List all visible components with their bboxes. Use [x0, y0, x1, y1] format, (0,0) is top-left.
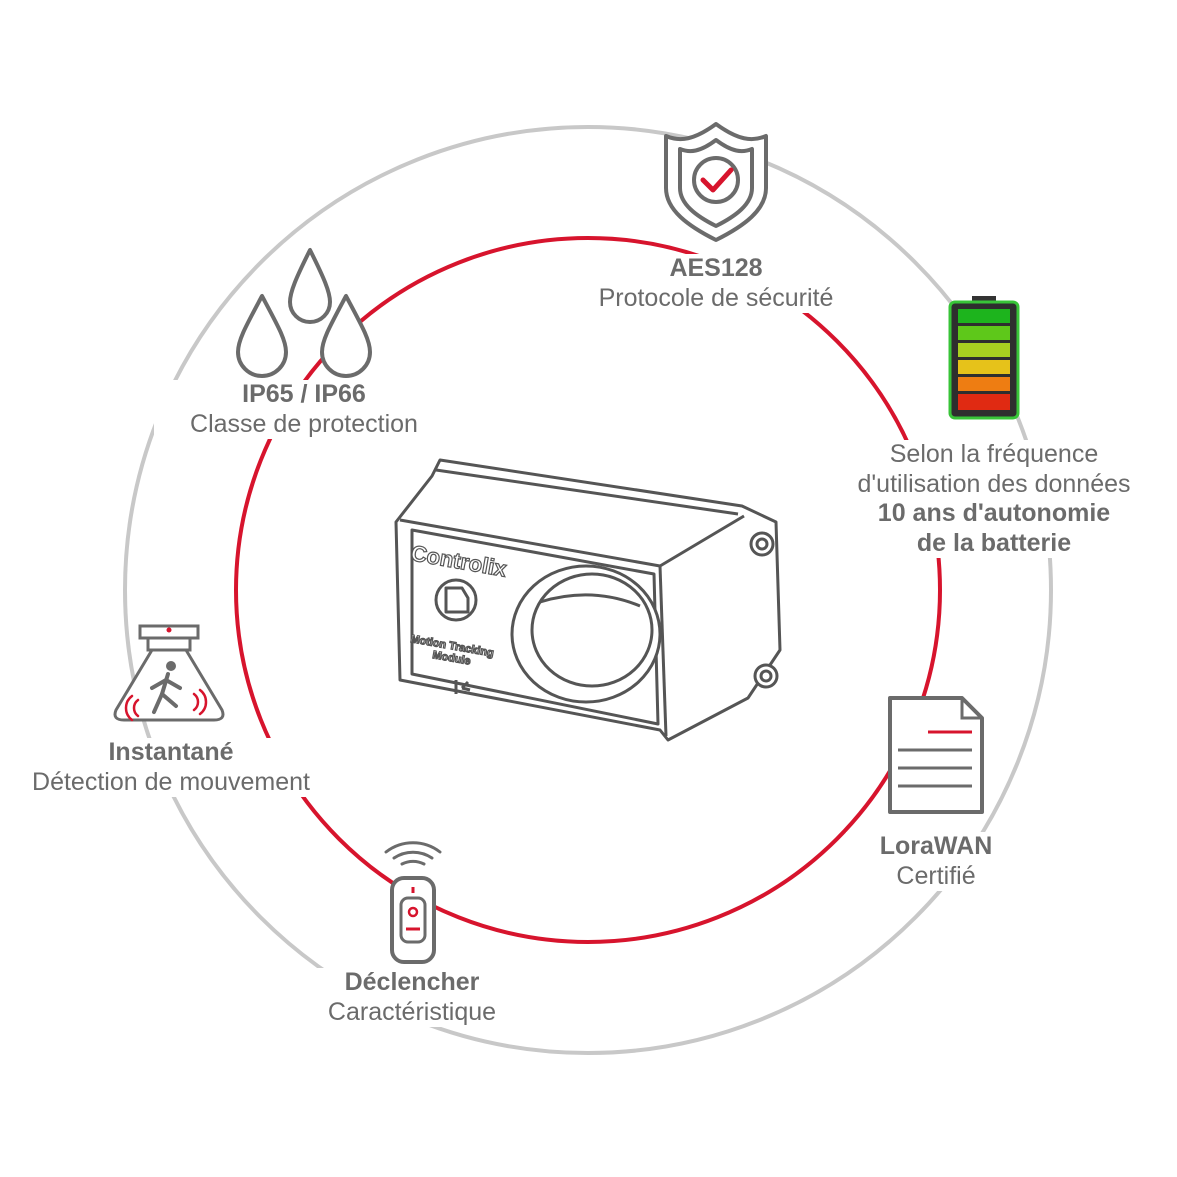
shield-check-icon — [664, 122, 768, 242]
motion-tracking-device — [394, 458, 782, 742]
feature-lora: LoraWAN Certifié — [846, 832, 1026, 891]
feature-ip: IP65 / IP66 Classe de protection — [154, 380, 454, 439]
feature-trigger: Déclencher Caractéristique — [282, 968, 542, 1027]
feature-battery-bold2: de la batterie — [916, 528, 1072, 557]
feature-battery-line2: d'utilisation des données — [857, 469, 1131, 498]
water-drops-icon — [236, 248, 372, 378]
feature-battery: Selon la fréquence d'utilisation des don… — [818, 440, 1170, 558]
feature-battery-bold1: 10 ans d'autonomie — [877, 499, 1111, 527]
feature-aes-title: AES128 — [669, 254, 763, 282]
document-icon — [888, 696, 984, 814]
feature-aes: AES128 Protocole de sécurité — [566, 254, 866, 313]
inner-ring — [234, 236, 942, 944]
feature-ip-subtitle: Classe de protection — [190, 409, 418, 438]
feature-lora-title: LoraWAN — [879, 832, 993, 860]
motion-detector-icon — [113, 624, 225, 722]
outer-ring — [123, 125, 1053, 1055]
feature-aes-subtitle: Protocole de sécurité — [598, 283, 834, 312]
feature-lora-subtitle: Certifié — [896, 861, 976, 890]
feature-trigger-title: Déclencher — [344, 968, 480, 996]
feature-battery-line1: Selon la fréquence — [889, 440, 1099, 468]
feature-motion-title: Instantané — [108, 738, 234, 766]
feature-motion-subtitle: Détection de mouvement — [32, 767, 310, 796]
feature-trigger-subtitle: Caractéristique — [327, 997, 497, 1026]
remote-trigger-icon — [384, 841, 442, 964]
battery-level-icon — [948, 296, 1020, 420]
feature-ip-title: IP65 / IP66 — [242, 380, 366, 408]
feature-motion: Instantané Détection de mouvement — [0, 738, 342, 797]
